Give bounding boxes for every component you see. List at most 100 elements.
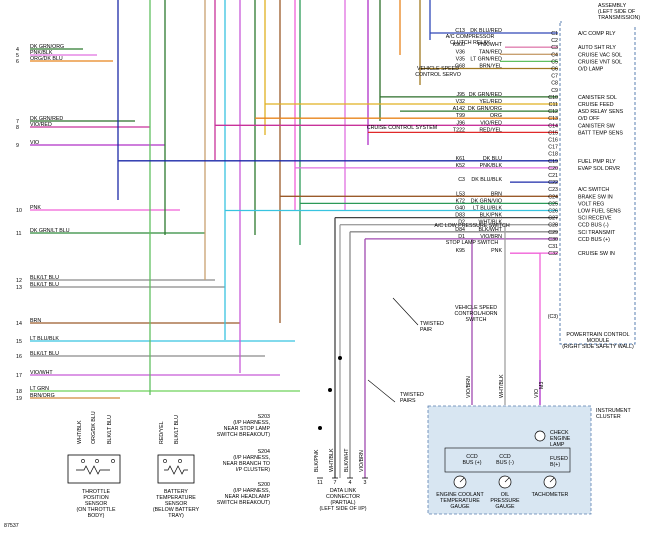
throttle-resistor (76, 465, 110, 475)
left-wire-18: LT GRN (30, 386, 49, 392)
cluster-ccd-pos: BUS (+) (463, 460, 482, 466)
pcm-pin-C28: C28 (548, 223, 558, 229)
dest-C1: CLUTCH RELAY (450, 40, 490, 46)
throttle-pin-3 (111, 459, 115, 463)
battery-sensor-label: BATTERY (164, 489, 188, 495)
splice-S200: NEAR HEADLAMP (225, 494, 271, 500)
throttle-sensor-box (67, 454, 121, 484)
pcm-wire-C24: BRN (491, 191, 502, 197)
pcm-circuit-C15: T222 (453, 127, 465, 133)
dlc-label: DATA LINK (330, 488, 357, 494)
pcm-wire-C19: DK BLU (483, 156, 502, 162)
pcm-pin-C27: C27 (548, 216, 558, 222)
pcm-circuit-C22: C3 (458, 177, 465, 183)
splice-S204: (I/P HARNESS, (233, 455, 270, 461)
throttle-sensor-label: POSITION (83, 495, 108, 501)
transmission-box (562, 0, 640, 26)
fused-label: B(+) (550, 462, 560, 468)
gauge-label-oil: OIL (501, 492, 510, 498)
throttle-wire-1: ORG/DK BLU (91, 411, 97, 444)
pcm-circuit-C19: K61 (456, 156, 465, 162)
instrument-cluster-box (427, 405, 592, 515)
pcm-pin-C30: C30 (548, 237, 558, 243)
pcm-pin-C11: C11 (549, 102, 558, 108)
pcm-pin-C31: C31 (548, 244, 558, 250)
transmission-label: ASSEMBLY (598, 3, 627, 9)
throttle-pin-2 (95, 459, 99, 463)
pcm-function-17: SCI RECEIVE (578, 216, 612, 222)
labels-layer: ASSEMBLY(LEFT SIDE OFTRANSMISSION)C1C2C3… (4, 3, 640, 529)
pcm-wire-C6: BRN/YEL (479, 64, 502, 70)
gauge-needle-tach (549, 477, 555, 483)
pcm-function-12: EVAP SOL DRVR (578, 166, 620, 172)
cluster-ccd-pos: CCD (466, 454, 478, 460)
left-wire-8: VIO/RED (30, 122, 52, 128)
battery-thermistor (164, 465, 188, 475)
battery-wire-0: RED/YEL (159, 421, 165, 444)
dlc-pin-7: 7 (334, 480, 337, 486)
pcm-function-16: LOW FUEL SENS (578, 209, 621, 215)
dlc-wire-3: VIO/BRN (359, 450, 365, 472)
pcm-pin-C19: C19 (548, 159, 558, 165)
cluster-title: CLUSTER (596, 414, 621, 420)
left-wire-6: ORG/DK BLU (30, 56, 63, 62)
left-wire-10: PNK (30, 205, 41, 211)
cluster-wire-2: VIO (534, 389, 540, 398)
diagram-id: 87537 (4, 523, 19, 529)
pcm-pin-C4: C4 (551, 52, 558, 58)
pcm-pin-C21: C21 (548, 173, 558, 179)
pcm-wire-C27: BLK/PNK (480, 213, 503, 219)
gauge-label-coolant: GAUGE (450, 504, 470, 510)
pcm-function-20: CCD BUS (+) (578, 237, 610, 243)
pcm-wire-C12: DK GRN/ORG (468, 106, 502, 112)
left-pin-10: 10 (16, 208, 22, 214)
left-pin-9: 9 (16, 143, 19, 149)
pcm-function-9: CANISTER SW (578, 123, 615, 129)
twisted-pair-leader (392, 297, 419, 326)
left-pin-17: 17 (16, 373, 22, 379)
check-engine-label: LAMP (550, 442, 565, 448)
dlc-wire-2: BLK/WHT (344, 448, 350, 472)
gauge-label-coolant: TEMPERATURE (440, 498, 480, 504)
pcm-wire-C25: DK GRN/VIO (471, 198, 502, 204)
pcm-wire-C30: VIO/BRN (480, 234, 502, 240)
pcm-title: (RIGHT SIDE SAFETY WALL) (562, 344, 634, 350)
pcm-wire-C3: PNK/WHT (478, 42, 503, 48)
pcm-pin-C17: C17 (548, 145, 558, 151)
left-pin-13: 13 (16, 285, 22, 291)
dlc-label: (PARTIAL) (330, 500, 355, 506)
pcm-circuit-C5: V35 (456, 56, 465, 62)
pcm-pin-C8: C8 (551, 81, 558, 87)
pcm-wire-C15: RED/YEL (479, 127, 502, 133)
pcm-circuit-C29: D84 (455, 227, 465, 233)
pcm-circuit-C25: K72 (456, 198, 465, 204)
twisted-pairs-leader (367, 379, 396, 403)
transmission-label: TRANSMISSION) (598, 15, 640, 21)
dest-C4: VEHICLE SPEED (417, 66, 459, 72)
pcm-wire-C20: PNK/BLK (480, 163, 503, 169)
splice-S204: S204 (258, 449, 270, 455)
left-wire-17: VIO/WHT (30, 370, 53, 376)
left-pin-16: 16 (16, 354, 22, 360)
pcm-pin-C29: C29 (548, 230, 558, 236)
cluster-title: INSTRUMENT (596, 408, 631, 414)
pcm-circuit-C3: K900 (453, 42, 465, 48)
pcm-pin-C25: C25 (548, 201, 558, 207)
pcm-pin-C24: C24 (548, 194, 558, 200)
left-wire-13: BLK/LT BLU (30, 282, 59, 288)
splice-dot-1 (328, 388, 332, 392)
splice-S200: (I/P HARNESS, (233, 488, 270, 494)
splice-S203: (I/P HARNESS, (233, 420, 270, 426)
pcm-pin-C1: C1 (551, 31, 558, 37)
throttle-sensor-label: SENSOR (85, 501, 108, 507)
pcm-pin-C14: C14 (548, 123, 558, 129)
dest-C4: CONTROL SERVO (415, 72, 461, 78)
dlc-wire-0: BLK/PNK (314, 449, 320, 472)
pcm-wire-C4: TAN/RED (479, 49, 502, 55)
pcm-function-21: CRUISE SW IN (578, 251, 615, 257)
left-wire-7: DK GRN/RED (30, 116, 63, 122)
splice-dot-2 (318, 426, 322, 430)
twisted-pair-label: PAIR (420, 327, 432, 333)
pcm-function-7: ASD RELAY SENS (578, 109, 624, 115)
left-wire-16: BLK/LT BLU (30, 351, 59, 357)
